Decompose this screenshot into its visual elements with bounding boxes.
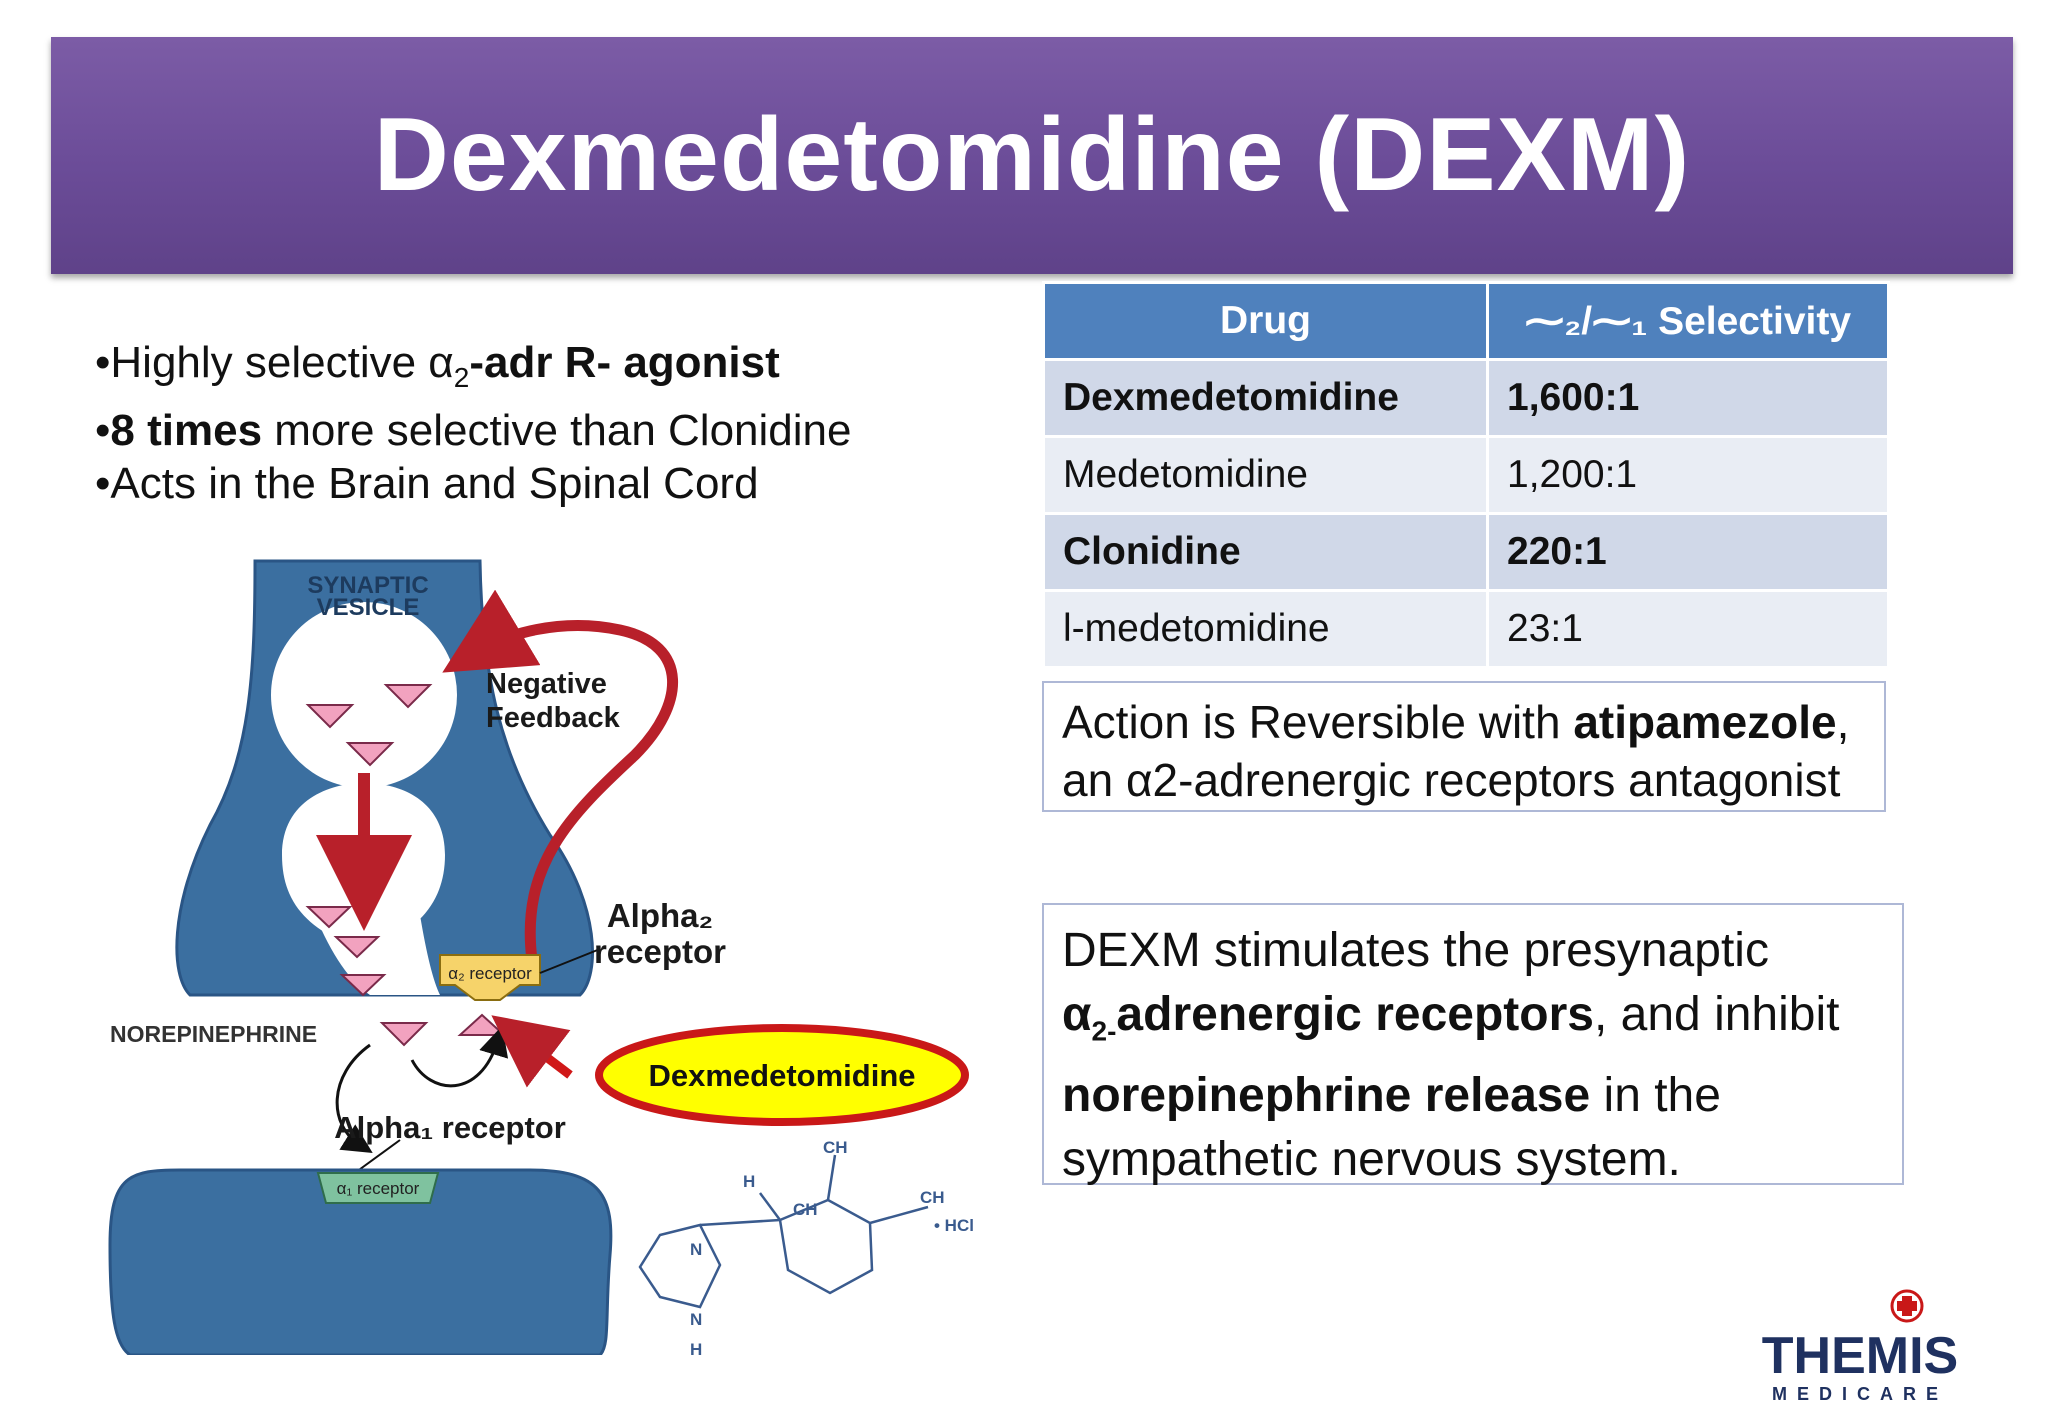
cell-selectivity: 220:1 <box>1486 512 1890 592</box>
norepinephrine-label: NOREPINEPHRINE <box>110 1021 317 1047</box>
reversal-note-box: Action is Reversible with atipamezole, a… <box>1042 681 1886 812</box>
svg-text:CH: CH <box>823 1138 848 1157</box>
cell-selectivity: 1,600:1 <box>1486 358 1890 438</box>
cell-selectivity: 1,200:1 <box>1486 435 1890 515</box>
svg-text:THEMIS: THEMIS <box>1762 1327 1958 1385</box>
header-selectivity: ⁓₂/⁓₁ Selectivity <box>1486 281 1890 361</box>
mechanism-box: DEXM stimulates the presynaptic α2-adren… <box>1042 903 1904 1186</box>
cell-drug: Clonidine <box>1042 512 1489 592</box>
bullet-list: •Highly selective α2-adr R- agonist •8 t… <box>95 336 1055 510</box>
synapse-diagram: SYNAPTIC VESICLE Negative Feedback α₂ re… <box>108 559 974 1355</box>
bullet-2: •8 times more selective than Clonidine <box>95 405 852 455</box>
table-header-row: Drug ⁓₂/⁓₁ Selectivity <box>1042 281 1890 361</box>
table-row: Dexmedetomidine 1,600:1 <box>1042 358 1890 438</box>
cell-drug: l-medetomidine <box>1042 589 1489 669</box>
svg-text:N: N <box>690 1240 702 1259</box>
molecule-structure <box>638 1154 929 1309</box>
dexmedetomidine-molecule <box>457 1013 507 1036</box>
svg-text:CH: CH <box>920 1188 945 1207</box>
alpha2-receptor-chip <box>439 954 541 1001</box>
svg-text:H: H <box>690 1340 702 1355</box>
svg-text:α₂ receptor: α₂ receptor <box>448 964 532 983</box>
bullet-1: •Highly selective α2-adr R- agonist <box>95 338 780 393</box>
synaptic-vesicle-label: SYNAPTIC <box>307 572 428 599</box>
bullet-3: •Acts in the Brain and Spinal Cord <box>95 458 759 508</box>
table-row: Clonidine 220:1 <box>1042 512 1890 592</box>
table-row: Medetomidine 1,200:1 <box>1042 435 1890 515</box>
negative-feedback-label-2: Feedback <box>486 702 621 734</box>
alpha1-receptor-label: Alpha₁ receptor <box>334 1110 566 1145</box>
synaptic-vesicle-label-2: VESICLE <box>317 594 420 621</box>
svg-text:α₁ receptor: α₁ receptor <box>337 1179 420 1198</box>
table-row: l-medetomidine 23:1 <box>1042 589 1890 669</box>
svg-text:H: H <box>743 1172 755 1191</box>
dexmedetomidine-label: Dexmedetomidine <box>648 1058 915 1093</box>
alpha1-receptor-chip <box>316 1172 440 1204</box>
negative-feedback-label: Negative <box>486 668 607 700</box>
negative-feedback-arrow <box>442 589 679 961</box>
header-drug: Drug <box>1042 281 1489 361</box>
cell-selectivity: 23:1 <box>1486 589 1890 669</box>
vesicle-top <box>271 602 457 788</box>
svg-text:• HCl: • HCl <box>934 1216 974 1235</box>
dexmedetomidine-highlight <box>595 1024 969 1126</box>
svg-text:MEDICARE: MEDICARE <box>1772 1384 1948 1404</box>
themis-logo: THEMIS MEDICARE <box>1762 1289 1958 1404</box>
alpha2-receptor-label: Alpha₂ <box>607 897 713 934</box>
postsynaptic-cell <box>108 1168 613 1355</box>
cell-drug: Medetomidine <box>1042 435 1489 515</box>
cell-drug: Dexmedetomidine <box>1042 358 1489 438</box>
svg-text:CH: CH <box>793 1200 818 1219</box>
selectivity-table: Drug ⁓₂/⁓₁ Selectivity Dexmedetomidine 1… <box>1042 281 1890 669</box>
svg-text:N: N <box>690 1310 702 1329</box>
alpha2-receptor-label-2: receptor <box>594 933 726 970</box>
title-bar: Dexmedetomidine (DEXM) <box>51 37 2013 274</box>
slide-title: Dexmedetomidine (DEXM) <box>373 97 1691 213</box>
